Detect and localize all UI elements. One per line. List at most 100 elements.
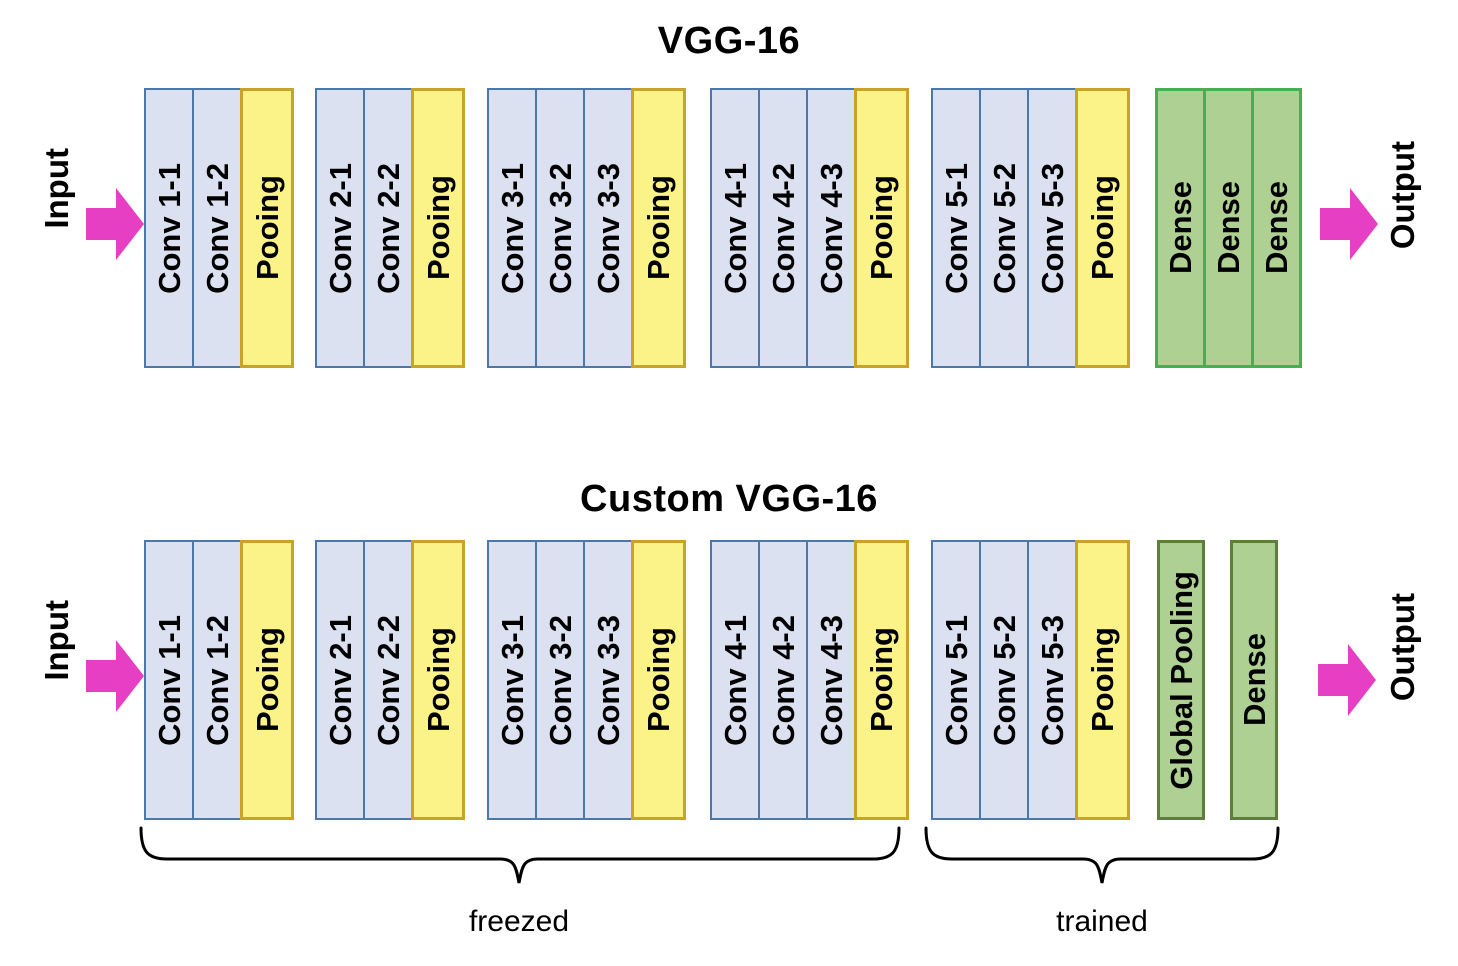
layer-block-global-pooling[interactable]: Global Pooling [1157, 540, 1205, 820]
layer-block-pooling-5[interactable]: Pooing [1075, 88, 1130, 368]
block-label: Pooing [1085, 175, 1120, 281]
block-label: Conv 5-3 [1034, 614, 1070, 746]
input-label-vgg16: Input [38, 148, 75, 229]
block-label: Pooing [641, 627, 676, 733]
layer-block-conv-3-1[interactable]: Conv 3-1 [487, 540, 537, 820]
layer-block-dense-1[interactable]: Dense [1155, 88, 1206, 368]
block-label: Conv 4-3 [813, 614, 849, 746]
layer-block-pooling-4[interactable]: Pooing [854, 88, 909, 368]
layer-block-conv-4-3[interactable]: Conv 4-3 [806, 88, 856, 368]
layer-block-pooling-1[interactable]: Pooing [240, 88, 294, 368]
block-label: Dense [1259, 181, 1294, 275]
block-label: Pooing [420, 175, 456, 281]
layer-block-conv-3-1[interactable]: Conv 3-1 [487, 88, 537, 368]
block-label: Pooing [420, 627, 456, 733]
block-label: Conv 5-3 [1034, 162, 1070, 294]
layer-block-conv-3-2[interactable]: Conv 3-2 [535, 88, 585, 368]
layer-block-conv-3-3[interactable]: Conv 3-3 [583, 88, 633, 368]
block-label: Conv 4-1 [717, 162, 753, 294]
page-title-vgg16: VGG-16 [657, 20, 801, 62]
layer-group-3-custom: Conv 3-1 Conv 3-2 Conv 3-3 Pooing [487, 540, 690, 820]
annotation-braces [0, 826, 1458, 906]
layer-group-5-custom: Conv 5-1 Conv 5-2 Conv 5-3 Pooing [931, 540, 1134, 820]
output-arrow-icon-custom [1318, 644, 1376, 716]
layer-block-conv-4-1[interactable]: Conv 4-1 [710, 88, 760, 368]
layer-block-conv-2-2[interactable]: Conv 2-2 [363, 88, 413, 368]
layer-block-dense-2[interactable]: Dense [1203, 88, 1254, 368]
layer-block-conv-5-2[interactable]: Conv 5-2 [979, 88, 1029, 368]
block-label: Conv 4-3 [813, 162, 849, 294]
layer-group-2-custom: Conv 2-1 Conv 2-2 Pooing [315, 540, 467, 820]
layer-group-4-custom: Conv 4-1 Conv 4-2 Conv 4-3 Pooing [710, 540, 913, 820]
layer-block-conv-1-1[interactable]: Conv 1-1 [144, 88, 194, 368]
block-label: Pooing [864, 627, 899, 733]
layer-block-dense[interactable]: Dense [1230, 540, 1278, 820]
block-label: Conv 3-1 [494, 614, 530, 746]
block-label: Conv 3-2 [542, 162, 578, 294]
layer-block-conv-1-2[interactable]: Conv 1-2 [192, 540, 242, 820]
layer-block-conv-1-1[interactable]: Conv 1-1 [144, 540, 194, 820]
block-label: Conv 4-1 [717, 614, 753, 746]
block-label: Conv 5-2 [986, 614, 1022, 746]
layer-group-2-vgg16: Conv 2-1 Conv 2-2 Pooing [315, 88, 467, 368]
layer-block-conv-5-2[interactable]: Conv 5-2 [979, 540, 1029, 820]
block-label: Conv 2-2 [370, 614, 406, 746]
layer-block-conv-5-3[interactable]: Conv 5-3 [1027, 540, 1077, 820]
brace-trained [924, 826, 1280, 884]
output-label-custom: Output [1384, 593, 1421, 702]
page-title-custom-vgg16: Custom VGG-16 [580, 478, 878, 520]
layer-block-conv-4-2[interactable]: Conv 4-2 [758, 88, 808, 368]
network-diagram-vgg16: Input Conv 1-1 Conv 1-2 Pooing Conv 2-1 … [0, 88, 1458, 368]
layer-block-conv-4-3[interactable]: Conv 4-3 [806, 540, 856, 820]
layer-block-pooling-2[interactable]: Pooing [411, 540, 465, 820]
block-label: Pooing [864, 175, 899, 281]
layer-group-1-vgg16: Conv 1-1 Conv 1-2 Pooing [144, 88, 296, 368]
layer-block-pooling-2[interactable]: Pooing [411, 88, 465, 368]
brace-freezed [139, 826, 901, 884]
layer-block-pooling-3[interactable]: Pooing [631, 88, 686, 368]
layer-group-4-vgg16: Conv 4-1 Conv 4-2 Conv 4-3 Pooing [710, 88, 913, 368]
block-label: Conv 5-1 [938, 162, 974, 294]
output-arrow-icon-vgg16 [1320, 188, 1378, 260]
layer-block-conv-5-1[interactable]: Conv 5-1 [931, 88, 981, 368]
block-label: Conv 3-2 [542, 614, 578, 746]
block-label: Conv 5-1 [938, 614, 974, 746]
layer-block-conv-4-1[interactable]: Conv 4-1 [710, 540, 760, 820]
layer-block-conv-4-2[interactable]: Conv 4-2 [758, 540, 808, 820]
block-label: Conv 1-1 [151, 162, 187, 294]
block-label: Conv 4-2 [765, 614, 801, 746]
block-label: Conv 1-2 [199, 614, 235, 746]
block-label: Conv 3-3 [590, 614, 626, 746]
layer-block-conv-5-1[interactable]: Conv 5-1 [931, 540, 981, 820]
layer-block-conv-3-2[interactable]: Conv 3-2 [535, 540, 585, 820]
block-label: Pooing [249, 175, 285, 281]
layer-block-pooling-4[interactable]: Pooing [854, 540, 909, 820]
layer-block-conv-2-2[interactable]: Conv 2-2 [363, 540, 413, 820]
input-label-custom: Input [38, 600, 75, 681]
layer-block-conv-2-1[interactable]: Conv 2-1 [315, 540, 365, 820]
layer-block-dense-3[interactable]: Dense [1251, 88, 1302, 368]
layer-group-1-custom: Conv 1-1 Conv 1-2 Pooing [144, 540, 296, 820]
layer-group-3-vgg16: Conv 3-1 Conv 3-2 Conv 3-3 Pooing [487, 88, 690, 368]
block-label: Dense [1211, 181, 1246, 275]
output-label-vgg16: Output [1384, 141, 1421, 250]
layer-group-dense-custom: Dense [1230, 540, 1278, 820]
block-label: Pooing [641, 175, 676, 281]
annotation-label-freezed: freezed [468, 905, 570, 938]
layer-block-pooling-3[interactable]: Pooing [631, 540, 686, 820]
layer-group-global-pooling: Global Pooling [1157, 540, 1205, 820]
layer-block-conv-2-1[interactable]: Conv 2-1 [315, 88, 365, 368]
block-label: Dense [1163, 181, 1198, 275]
block-label: Conv 5-2 [986, 162, 1022, 294]
layer-block-conv-1-2[interactable]: Conv 1-2 [192, 88, 242, 368]
block-label: Conv 3-1 [494, 162, 530, 294]
layer-block-pooling-1[interactable]: Pooing [240, 540, 294, 820]
block-label: Conv 3-3 [590, 162, 626, 294]
layer-block-pooling-5[interactable]: Pooing [1075, 540, 1130, 820]
block-label: Dense [1236, 633, 1272, 727]
block-label: Conv 2-2 [370, 162, 406, 294]
layer-block-conv-3-3[interactable]: Conv 3-3 [583, 540, 633, 820]
layer-group-5-vgg16: Conv 5-1 Conv 5-2 Conv 5-3 Pooing [931, 88, 1134, 368]
block-label: Conv 1-2 [199, 162, 235, 294]
layer-block-conv-5-3[interactable]: Conv 5-3 [1027, 88, 1077, 368]
